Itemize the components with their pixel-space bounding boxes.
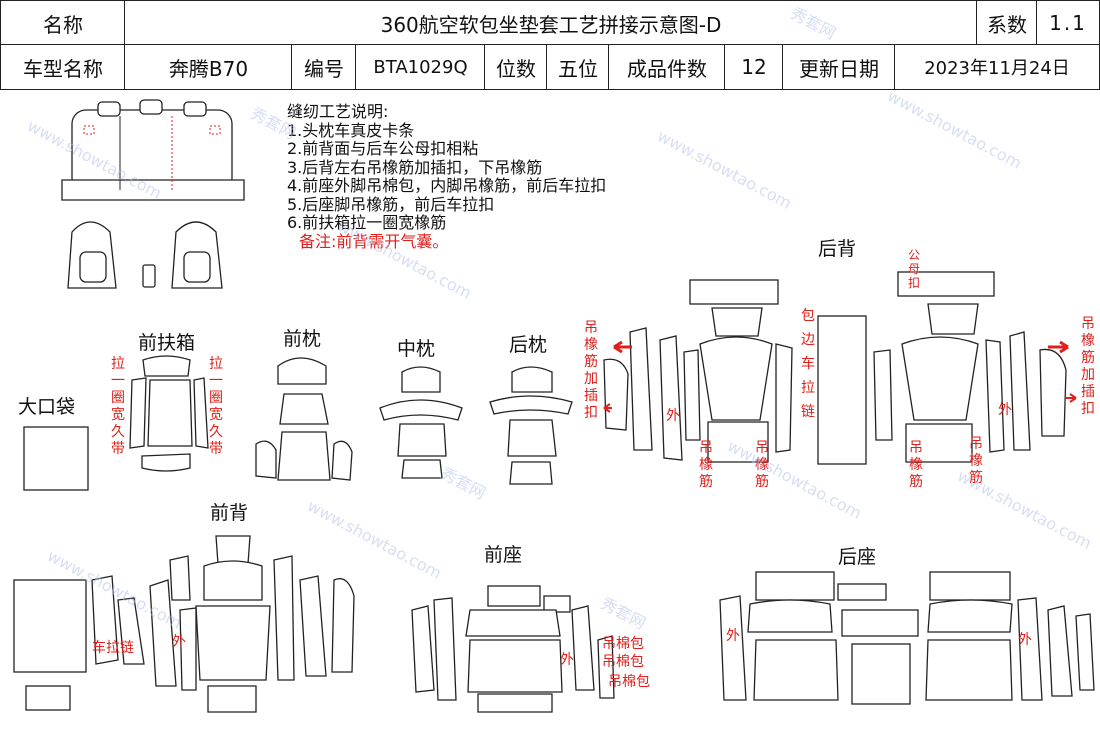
annotation-armrest-left: 拉一圈宽久带 xyxy=(111,356,125,457)
annotation-rear-back-hang-3: 吊橡筋 xyxy=(909,440,923,490)
seats-label: 位数 xyxy=(484,44,548,90)
model-label: 车型名称 xyxy=(0,44,126,90)
notes-item: 5.后座脚吊橡筋，前后车拉扣 xyxy=(287,194,495,214)
section-mid-pillow: 中枕 xyxy=(397,338,436,360)
notes-item: 4.前座外脚吊棉包，内脚吊橡筋，前后车拉扣 xyxy=(287,176,607,195)
rear-pillow-pattern xyxy=(489,366,573,485)
annotation-rear-seat-wai-right: 外 xyxy=(1018,632,1032,648)
name-label: 名称 xyxy=(0,0,126,46)
big-bag-pattern xyxy=(23,426,89,491)
code-value: BTA1029Q xyxy=(355,44,486,90)
update-label: 更新日期 xyxy=(782,44,896,90)
annotation-rear-back-snap: 公母扣 xyxy=(907,248,920,290)
front-pillow-pattern xyxy=(255,357,353,481)
annotation-rear-back-left: 吊橡筋加插扣 xyxy=(584,320,598,421)
section-front-back: 前背 xyxy=(210,502,249,524)
section-rear-back: 后背 xyxy=(818,238,857,260)
rear-back-pattern xyxy=(603,271,1067,465)
annotation-armrest-right: 拉一圈宽久带 xyxy=(209,356,223,457)
code-label: 编号 xyxy=(291,44,357,90)
annotation-rear-back-wai-left: 外 xyxy=(666,408,680,424)
model-value: 奔腾B70 xyxy=(124,44,293,90)
annotation-rear-back-hang-2: 吊橡筋 xyxy=(755,440,769,490)
arrows xyxy=(603,340,1077,413)
pieces-label: 成品件数 xyxy=(608,44,726,90)
annotation-rear-back-wai-right: 外 xyxy=(998,402,1012,418)
notes-heading: 缝纫工艺说明: xyxy=(287,102,389,121)
section-big-bag: 大口袋 xyxy=(18,396,76,418)
annotation-front-seat-cotton-2: 吊棉包 xyxy=(602,654,644,670)
notes-item: 1.头枕车真皮卡条 xyxy=(287,120,415,140)
front-seat-pattern xyxy=(411,585,615,713)
seat-overview-diagram xyxy=(61,99,245,289)
sewing-notes: 缝纫工艺说明: 1.头枕车真皮卡条 2.前背面与后车公母扣相粘 3.后背左右吊橡… xyxy=(287,102,607,251)
annotation-front-back-wai: 外 xyxy=(172,634,186,650)
section-rear-pillow: 后枕 xyxy=(509,334,548,356)
annotation-front-seat-cotton-1: 吊棉包 xyxy=(602,636,644,652)
notes-remark: 备注:前背需开气囊。 xyxy=(299,231,449,251)
pieces-value: 12 xyxy=(724,44,784,90)
section-rear-seat: 后座 xyxy=(838,546,877,568)
annotation-rear-back-hang-4: 吊橡筋 xyxy=(969,436,983,486)
notes-item: 3.后背左右吊橡筋加插扣，下吊橡筋 xyxy=(287,157,543,177)
annotation-front-back-zipper: 车拉链 xyxy=(92,640,134,656)
annotation-rear-seat-wai-left: 外 xyxy=(726,628,740,644)
update-value: 2023年11月24日 xyxy=(894,44,1100,90)
section-front-armrest: 前扶箱 xyxy=(138,332,196,354)
series-value: 1.1 xyxy=(1036,0,1100,46)
annotation-front-seat-wai: 外 xyxy=(560,652,574,668)
series-label: 系数 xyxy=(976,0,1038,46)
notes-item: 2.前背面与后车公母扣相粘 xyxy=(287,139,479,158)
section-front-pillow: 前枕 xyxy=(283,328,322,350)
front-back-pattern xyxy=(13,535,355,713)
front-armrest-pattern xyxy=(129,355,209,472)
annotation-rear-back-right: 吊橡筋加插扣 xyxy=(1081,316,1095,417)
annotation-rear-back-hang-1: 吊橡筋 xyxy=(699,440,713,490)
header-table: 名称 360航空软包坐垫套工艺拼接示意图-D 系数 1.1 车型名称 奔腾B70… xyxy=(0,0,1100,92)
annotation-rear-back-edge-zipper: 包边车拉链 xyxy=(801,308,815,420)
rear-seat-pattern xyxy=(719,571,1095,705)
annotation-front-seat-cotton-3: 吊棉包 xyxy=(608,674,650,690)
notes-item: 6.前扶箱拉一圈宽橡筋 xyxy=(287,213,447,232)
mid-pillow-pattern xyxy=(379,366,463,479)
section-front-seat: 前座 xyxy=(484,544,523,566)
